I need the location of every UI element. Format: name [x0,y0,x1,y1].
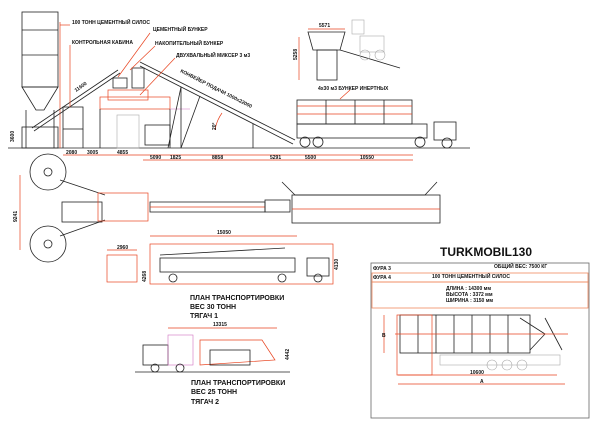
height-label: 4442 [285,349,291,360]
transport2-title: ПЛАН ТРАНСПОРТИРОВКИ [191,380,285,387]
total-weight-label: ОБЩИЙ ВЕС: 7500 КГ [494,262,547,270]
front-h-label: 4268 [142,271,148,282]
label-cabin: КОНТРОЛЬНАЯ КАБИНА [72,40,133,46]
control-cabin [62,106,84,130]
transport2-tractor: ТЯГАЧ 2 [191,399,219,406]
silo-trailer-drawing: 10600 A B [382,314,568,385]
model-title: TURKMOBIL130 [440,245,532,259]
truck3-label: ФУРА 3 [373,266,391,272]
label-storage-hopper: НАКОПИТЕЛЬНЫЙ БУНКЕР [155,39,224,47]
transport1-title: ПЛАН ТРАНСПОРТИРОВКИ [190,295,284,302]
item-label: 100 ТОНН ЦЕМЕНТНЫЙ СИЛОС [432,272,510,280]
length-label: 15050 [217,230,231,236]
transport1-tractor: ТЯГАЧ 1 [190,313,218,320]
width-label: ШИРИНА : 3150 мм [446,298,493,304]
d5-label: 1825 [170,155,181,161]
d3-label: 4855 [117,150,128,156]
spec-table: ФУРА 3 ОБЩИЙ ВЕС: 7500 КГ ФУРА 4 100 ТОН… [370,262,590,419]
height-label: 4130 [334,259,340,270]
screw-conveyor [31,69,119,129]
aggregate-bins-trailer [296,89,457,149]
label-conveyor: КОНВЕЙЕР ПОДАЧИ 1000x22000 [179,67,254,110]
side-width-label: 5571 [319,23,330,29]
d8-label: 5500 [305,155,316,161]
feed-conveyor [139,61,296,149]
transport2-weight: ВЕС 25 ТОНН [191,389,237,396]
label-angle: 20° [212,122,218,130]
label-silo: 100 ТОНН ЦЕМЕНТНЫЙ СИЛОС [72,18,150,26]
side-view-bin: 5571 5258 [293,19,401,81]
leader-lines [60,24,176,107]
label-cement-hopper: ЦЕМЕНТНЫЙ БУНКЕР [153,25,208,33]
truck4-label: ФУРА 4 [373,275,391,281]
d1-label: 2080 [66,150,77,156]
transport1-weight: ВЕС 30 ТОНН [190,304,236,311]
mixer-tower [99,67,190,149]
d2-label: 3005 [87,150,98,156]
tractor-truck [433,121,457,141]
cement-silo [21,11,61,149]
height-label: ВЫСОТА : 3372 мм [446,292,493,298]
plan-view: 9241 [13,153,441,263]
dim-b-label: B [382,333,386,339]
d4-label: 5090 [150,155,161,161]
elevation-view: 100 ТОНН ЦЕМЕНТНЫЙ СИЛОС КОНТРОЛЬНАЯ КАБ… [8,11,470,161]
front-label: 2960 [117,245,128,251]
transport-plan-1: 2960 4268 15050 4130 [106,230,340,285]
dim-length-label: 10600 [470,370,484,376]
dim-a-label: A [480,379,484,385]
d6-label: 8858 [212,155,223,161]
transport-plan-2: 13315 4442 [135,322,291,373]
side-height-label: 5258 [293,49,299,60]
dim-silo-base: 3600 [10,131,16,142]
d9-label: 10550 [360,155,374,161]
label-aggregate-bins: 4x30 м3 БУНКЕР ИНЕРТНЫХ [318,86,389,92]
label-mixer: ДВУХВАЛЬНЫЙ МИКСЕР 3 м3 [176,51,250,59]
width-label: 9241 [13,211,19,222]
length-label: 13315 [213,322,227,328]
d7-label: 5291 [270,155,281,161]
dimension-chain: 2080 3005 4855 5090 1825 8858 5291 5500 … [63,150,413,161]
length-label: ДЛИНА : 14300 мм [446,286,491,292]
